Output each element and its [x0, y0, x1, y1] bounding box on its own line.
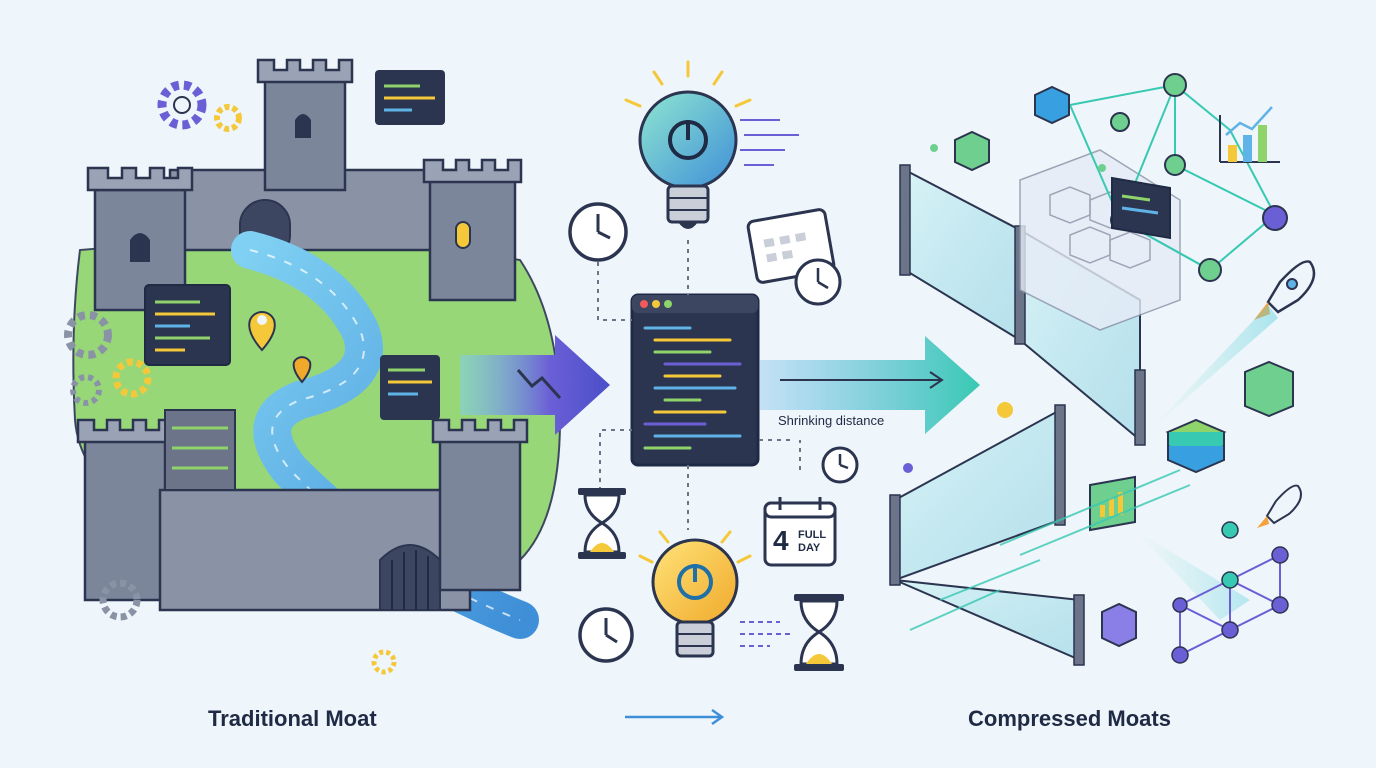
bar-chart-icon — [1219, 106, 1280, 163]
code-panel-left — [144, 284, 231, 366]
hourglass-icon — [794, 594, 844, 671]
calendar-number: 4 — [773, 525, 789, 556]
gear-icon — [64, 311, 112, 359]
light-beam — [1135, 530, 1250, 620]
map-pin-icon — [248, 311, 276, 352]
cube-icon — [1034, 85, 1070, 125]
lightbulb-blue-icon — [624, 60, 799, 229]
clock-icon — [578, 607, 634, 663]
map-pin-icon — [292, 356, 312, 384]
castle-tower-right — [422, 158, 523, 302]
rocket-icon — [1257, 484, 1302, 528]
calendar-text: FULL DAY — [798, 529, 826, 554]
traditional-moat-illustration — [64, 58, 562, 675]
gear-icon — [157, 80, 207, 130]
traditional-moat-caption: Traditional Moat — [208, 706, 377, 731]
data-stack-icon — [1165, 418, 1227, 474]
code-panel-top — [375, 70, 445, 125]
gear-icon — [371, 649, 397, 675]
shrinking-distance-arrow — [760, 336, 980, 434]
lightbulb-yellow-icon — [638, 530, 752, 658]
castle-tower-front-left — [76, 418, 174, 602]
gear-icon — [214, 104, 242, 132]
bottom-arrow — [625, 708, 725, 726]
shrinking-distance-label: Shrinking distance — [778, 413, 885, 428]
gear-icon — [70, 374, 102, 406]
rocket-trail — [1150, 305, 1278, 430]
cube-icon — [1244, 360, 1294, 418]
gear-icon — [112, 358, 152, 398]
clock-icon — [568, 202, 628, 262]
castle-tower-back — [256, 58, 354, 192]
castle-tower-front-right — [431, 418, 529, 592]
cube-icon — [1101, 602, 1137, 648]
calendar-icon — [763, 497, 837, 567]
middle-illustration — [568, 60, 859, 671]
transition-arrow-left — [460, 335, 610, 435]
compressed-moats-caption: Compressed Moats — [968, 706, 1171, 731]
trend-down-icon — [516, 369, 562, 400]
castle-front-wall — [158, 488, 472, 612]
dashed-connectors — [597, 240, 801, 530]
clock-icon — [821, 446, 859, 484]
analytics-card-icon — [1089, 475, 1136, 532]
lattice-nodes — [1171, 521, 1289, 664]
cube-icon — [954, 130, 990, 172]
gear-icon — [99, 579, 141, 621]
speed-lines — [909, 469, 1191, 631]
calendar-clock-icon — [746, 208, 842, 306]
hourglass-icon — [578, 488, 626, 559]
code-panel-center — [380, 355, 440, 420]
compressed-moats-illustration — [889, 73, 1316, 666]
dash-lines-icon — [740, 621, 790, 647]
sparkle-dots — [903, 144, 1106, 473]
code-card — [1111, 176, 1171, 240]
server-rack — [164, 409, 236, 491]
code-editor-window — [630, 293, 760, 467]
